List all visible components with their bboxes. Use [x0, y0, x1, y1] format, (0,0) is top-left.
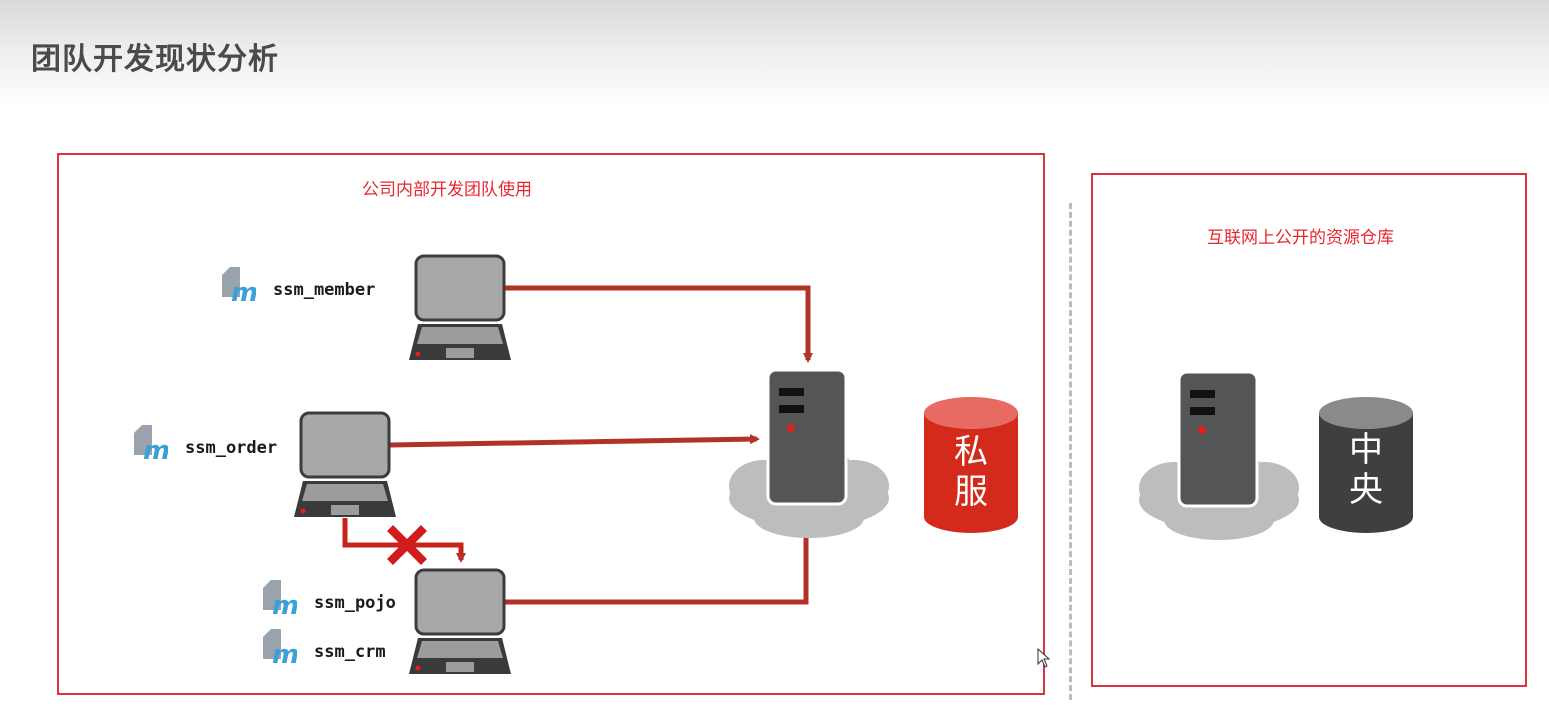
panel-divider	[1069, 203, 1072, 700]
maven-module-icon: m	[222, 267, 256, 305]
private-repo-label-text: 私 服	[954, 432, 988, 512]
public-panel-caption: 互联网上公开的资源仓库	[1207, 228, 1394, 248]
svg-text:m: m	[231, 278, 256, 305]
module-label-ssm-member: ssm_member	[273, 280, 376, 300]
database-icon	[924, 397, 1018, 533]
arrow-pojo-to-server	[505, 513, 811, 605]
maven-module-icon: m	[263, 629, 297, 667]
svg-text:m: m	[272, 591, 297, 618]
public-repo-panel	[1091, 173, 1527, 687]
module-label-ssm-pojo: ssm_pojo	[314, 593, 396, 613]
central-repo-label-text: 中 央	[1349, 430, 1383, 510]
central-repo-label: 中 央	[1336, 430, 1396, 510]
database-icon	[1319, 397, 1413, 533]
maven-module-icon: m	[263, 580, 297, 618]
maven-module-icon: m	[134, 425, 168, 463]
module-label-ssm-crm: ssm_crm	[314, 642, 386, 662]
module-label-ssm-order: ssm_order	[185, 438, 278, 458]
laptop-icon	[409, 254, 511, 360]
page-title: 团队开发现状分析	[31, 42, 279, 77]
central-server-icon	[1139, 370, 1299, 540]
slide-header: 团队开发现状分析	[0, 0, 1549, 108]
cross-icon	[387, 525, 427, 565]
laptop-icon	[294, 411, 396, 517]
arrow-order-to-server	[389, 434, 760, 448]
internal-team-panel	[57, 153, 1045, 695]
private-server-icon	[729, 368, 889, 538]
svg-text:m: m	[143, 436, 168, 463]
svg-text:m: m	[272, 640, 297, 667]
internal-panel-caption: 公司内部开发团队使用	[362, 180, 532, 200]
private-repo-label: 私 服	[941, 432, 1001, 512]
laptop-icon	[409, 568, 511, 674]
mouse-cursor-icon	[1037, 648, 1051, 668]
arrow-member-to-server	[505, 285, 813, 363]
